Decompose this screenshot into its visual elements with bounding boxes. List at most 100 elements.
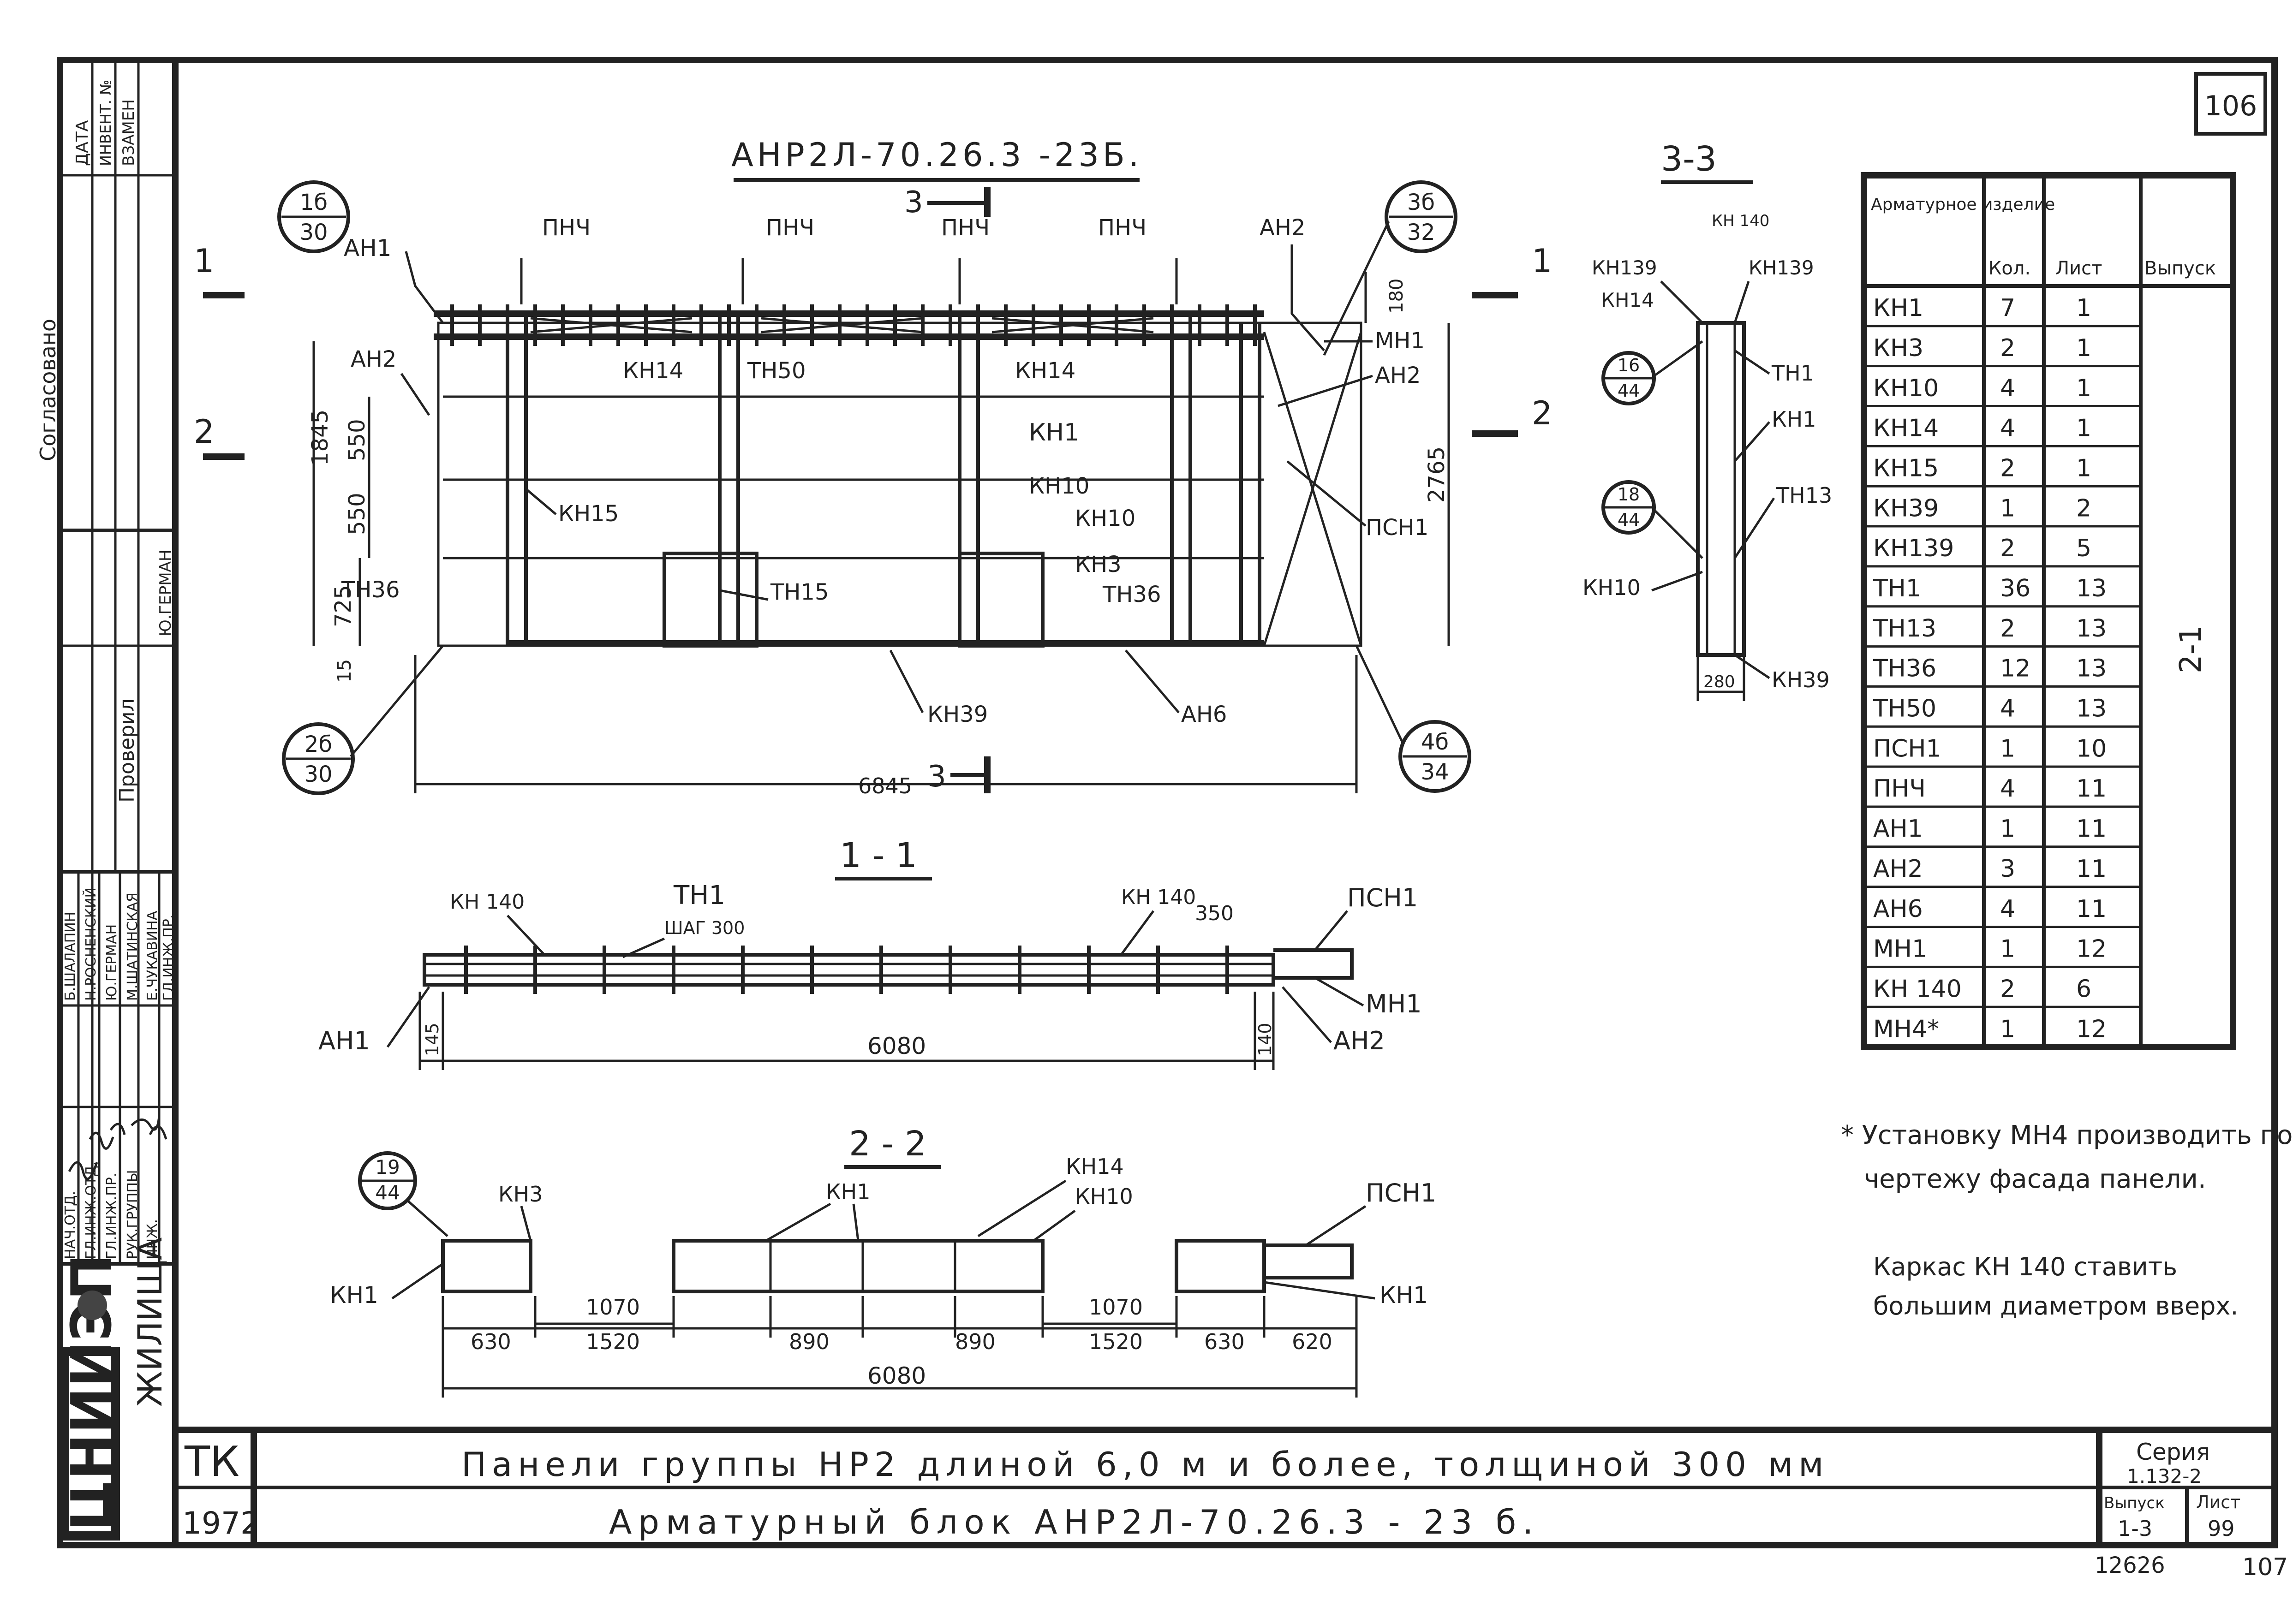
label-tn15: ТН15 [770, 579, 829, 605]
list-value: 99 [2208, 1516, 2235, 1541]
dim-180: 180 [1386, 279, 1407, 314]
label-tn36-left: ТН36 [341, 577, 400, 603]
signer-gl: Н.РОСНЕНСКИЙ [83, 887, 99, 1001]
label-an2-top: АН2 [1260, 215, 1305, 241]
label-an1-11: АН1 [318, 1026, 370, 1055]
dim-1520-a: 1520 [586, 1329, 640, 1354]
org-logo-box [60, 1347, 120, 1541]
table-cell-item: КН10 [1873, 375, 1939, 402]
table-cell-item: ТН1 [1873, 575, 1921, 602]
table-cell-sheet: 12 [2076, 935, 2107, 963]
svg-text:44: 44 [1618, 510, 1640, 530]
dim-350: 350 [1195, 902, 1234, 925]
dim-2765: 2765 [1424, 446, 1450, 503]
svg-text:2б: 2б [305, 732, 332, 757]
table-cell-qty: 4 [2000, 415, 2015, 442]
label-mn1-11: МН1 [1366, 989, 1422, 1018]
signer-ruk: М.ШАТИНСКАЯ [125, 892, 141, 1001]
org-name: ЖИЛИЩА [131, 1237, 169, 1407]
th-item-line: Арматурное изделие [1871, 195, 2055, 214]
label-an2-left: АН2 [351, 346, 396, 372]
svg-text:16: 16 [1618, 355, 1640, 375]
label-kn3: КН3 [1075, 552, 1122, 577]
table-cell-item: АН2 [1873, 855, 1923, 883]
label-an2-11: АН2 [1333, 1026, 1385, 1055]
cut-mark-2-left: 2 [194, 413, 215, 451]
table-cell-sheet: 11 [2076, 855, 2107, 883]
secondary-number: 12626 [2095, 1553, 2165, 1578]
table-cell-item: ПСН1 [1873, 735, 1941, 762]
note-line-2: чертежу фасада панели. [1864, 1164, 2206, 1194]
table-cell-qty: 1 [2000, 1015, 2015, 1043]
list-label: Лист [2196, 1492, 2240, 1512]
th-qty: Кол. [1988, 258, 2030, 279]
table-cell-item: КН139 [1873, 535, 1954, 562]
cut-mark-1-left: 1 [194, 242, 215, 280]
table-cell-item: КН1 [1873, 294, 1923, 322]
table-cell-qty: 7 [2000, 294, 2015, 322]
label-kn14-33: КН14 [1601, 289, 1654, 311]
svg-text:44: 44 [375, 1181, 400, 1204]
table-cell-item: ТН50 [1873, 695, 1936, 723]
label-psn1-11: ПСН1 [1347, 883, 1418, 912]
label-kn1-22-right: КН1 [1379, 1282, 1428, 1309]
table-cell-sheet: 12 [2076, 1015, 2107, 1043]
org-emblem-icon [78, 1291, 107, 1320]
label-kn14-22: КН14 [1066, 1154, 1124, 1179]
svg-text:4б: 4б [1421, 729, 1449, 755]
table-cell-sheet: 13 [2076, 695, 2107, 723]
dim-630-a: 630 [471, 1329, 511, 1354]
left-stamp: Согласовано ДАТА ИНВЕНТ. № ВЗАМЕН Провер… [36, 60, 177, 1541]
dim-145: 145 [422, 1023, 442, 1056]
panel-outline [437, 321, 1362, 647]
role-glpr: ГЛ.ИНЖ.ПР. [161, 915, 177, 1001]
table-cell-item: МН4* [1873, 1015, 1939, 1043]
svg-text:32: 32 [1407, 220, 1435, 245]
svg-text:19: 19 [375, 1156, 400, 1178]
label-kn39: КН39 [927, 702, 988, 727]
section-22-title: 2 - 2 [849, 1124, 926, 1164]
label-psn1: ПСН1 [1366, 515, 1428, 541]
dim-620: 620 [1292, 1329, 1332, 1354]
table-cell-qty: 36 [2000, 575, 2030, 602]
table-cell-sheet: 1 [2076, 294, 2091, 322]
label-kn1-22-a: КН1 [826, 1179, 871, 1204]
table-cell-item: КН 140 [1873, 975, 1962, 1003]
title-line-1: Панели группы НР2 длиной 6,0 м и более, … [461, 1445, 1829, 1484]
note-line-4: большим диаметром вверх. [1873, 1291, 2239, 1321]
label-kn3-22: КН3 [498, 1182, 543, 1207]
table-cell-qty: 1 [2000, 735, 2015, 762]
table-cell-qty: 4 [2000, 375, 2015, 402]
label-tn1: ТН1 [673, 880, 725, 910]
label-tn50: ТН50 [747, 358, 806, 384]
table-cell-item: КН15 [1873, 455, 1939, 482]
vypusk-value: 2-1 [2174, 625, 2208, 673]
table-cell-sheet: 1 [2076, 334, 2091, 362]
section-3-3: 3-3 280 КН 140 КН139 КН14 КН139 ТН1 КН1 … [1582, 139, 1832, 701]
sheet-frame [57, 57, 2278, 1548]
dim-1070-b: 1070 [1089, 1295, 1143, 1320]
table-cell-sheet: 6 [2076, 975, 2091, 1003]
label-tn13-33: ТН13 [1776, 483, 1832, 508]
label-psn1-22: ПСН1 [1366, 1178, 1436, 1208]
table-cell-sheet: 1 [2076, 455, 2091, 482]
soglasovano-label: Согласовано [36, 319, 60, 461]
label-kn139-33: КН139 [1592, 256, 1657, 279]
inv-label: ИНВЕНТ. № [97, 80, 114, 166]
dim-6845: 6845 [858, 773, 912, 798]
bubble-4b-34: 4б 34 [1398, 720, 1471, 793]
table-cell-qty: 1 [2000, 494, 2015, 522]
label-mn1: МН1 [1375, 328, 1425, 354]
label-kn10-33: КН10 [1582, 575, 1641, 600]
label-kn10-b: КН10 [1075, 506, 1135, 531]
table-cell-sheet: 5 [2076, 535, 2091, 562]
dim-6080-22: 6080 [867, 1362, 926, 1389]
label-kn14-a: КН14 [623, 358, 683, 384]
dim-1520-b: 1520 [1089, 1329, 1143, 1354]
svg-text:1б: 1б [300, 190, 328, 215]
role-ingpr: ГЛ.ИНЖ.ПР. [104, 1173, 120, 1259]
cut-mark-2-right: 2 [1532, 394, 1553, 432]
dim-550-a: 550 [344, 419, 370, 461]
th-sheet: Лист [2055, 258, 2102, 279]
